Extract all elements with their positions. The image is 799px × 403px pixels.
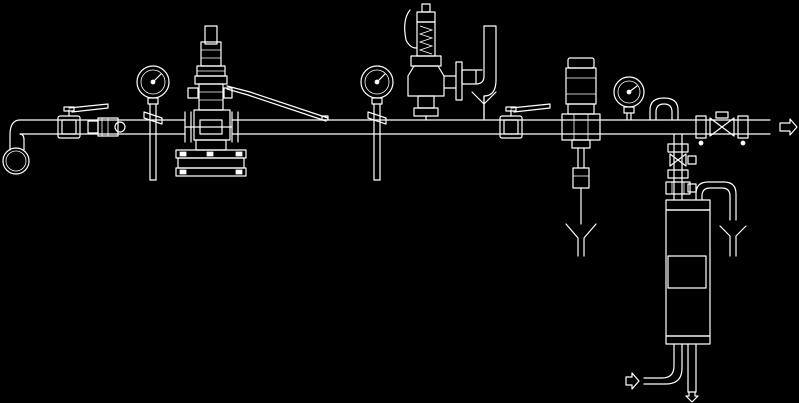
strainer-icon (88, 118, 125, 136)
ball-valve-icon (500, 104, 550, 138)
vertical-drop (666, 134, 696, 200)
pressure-gauge-icon (361, 66, 393, 180)
safety-relief-valve-icon (405, 4, 496, 120)
drain-funnel-icon (720, 226, 746, 256)
flow-arrow-icon (686, 392, 698, 402)
flow-arrow-icon (626, 373, 639, 389)
drain-funnel-icon (566, 224, 596, 256)
pressure-reducing-valve-icon (176, 26, 328, 176)
flow-arrow-icon (780, 119, 797, 135)
pressure-gauge-icon (614, 77, 644, 120)
bypass-loop (650, 98, 678, 120)
pressure-gauge-icon (137, 66, 169, 180)
separator-icon (562, 58, 600, 224)
downstream-fittings (696, 112, 748, 145)
ball-valve-icon (58, 104, 108, 138)
steam-trap-loop-icon (3, 120, 29, 174)
